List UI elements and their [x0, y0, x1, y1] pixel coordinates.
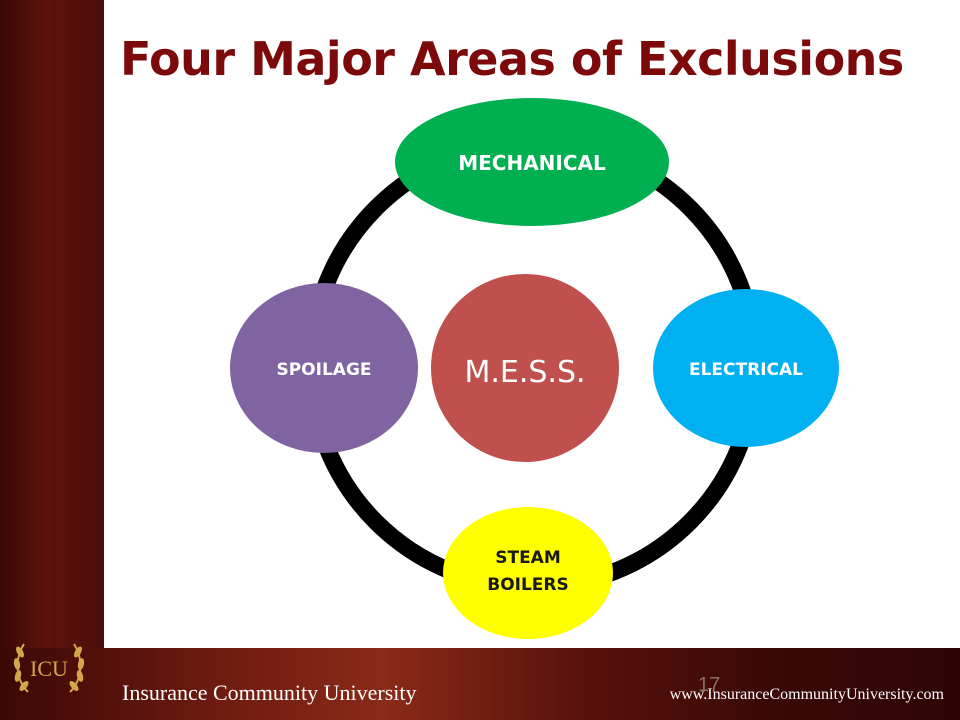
footer-bar: [0, 648, 960, 720]
center-circle: [431, 274, 619, 462]
node-steam-boilers-shape: [443, 507, 613, 639]
node-steam-boilers: STEAM BOILERS: [443, 507, 613, 639]
node-electrical: ELECTRICAL: [653, 289, 839, 447]
node-steam-boilers-label-line2: BOILERS: [487, 575, 569, 595]
node-spoilage: SPOILAGE: [230, 283, 418, 453]
node-steam-boilers-label-line1: STEAM: [495, 548, 561, 568]
node-electrical-shape: [653, 289, 839, 447]
node-electrical-label: ELECTRICAL: [689, 360, 803, 380]
node-mechanical-shape: [395, 98, 669, 226]
node-mechanical-label: MECHANICAL: [458, 151, 606, 175]
node-spoilage-label: SPOILAGE: [276, 360, 371, 380]
organization-name: Insurance Community University: [122, 680, 417, 705]
logo-text: ICU: [30, 656, 68, 681]
center-label: M.E.S.S.: [464, 355, 585, 390]
left-brand-bar: [0, 0, 104, 648]
page-number: 17: [698, 674, 721, 696]
node-mechanical: MECHANICAL: [395, 98, 669, 226]
slide-title: Four Major Areas of Exclusions: [120, 32, 904, 86]
icu-laurel-logo: ICU: [13, 643, 85, 693]
node-spoilage-shape: [230, 283, 418, 453]
website-link[interactable]: www.InsuranceCommunityUniversity.com: [669, 686, 944, 703]
